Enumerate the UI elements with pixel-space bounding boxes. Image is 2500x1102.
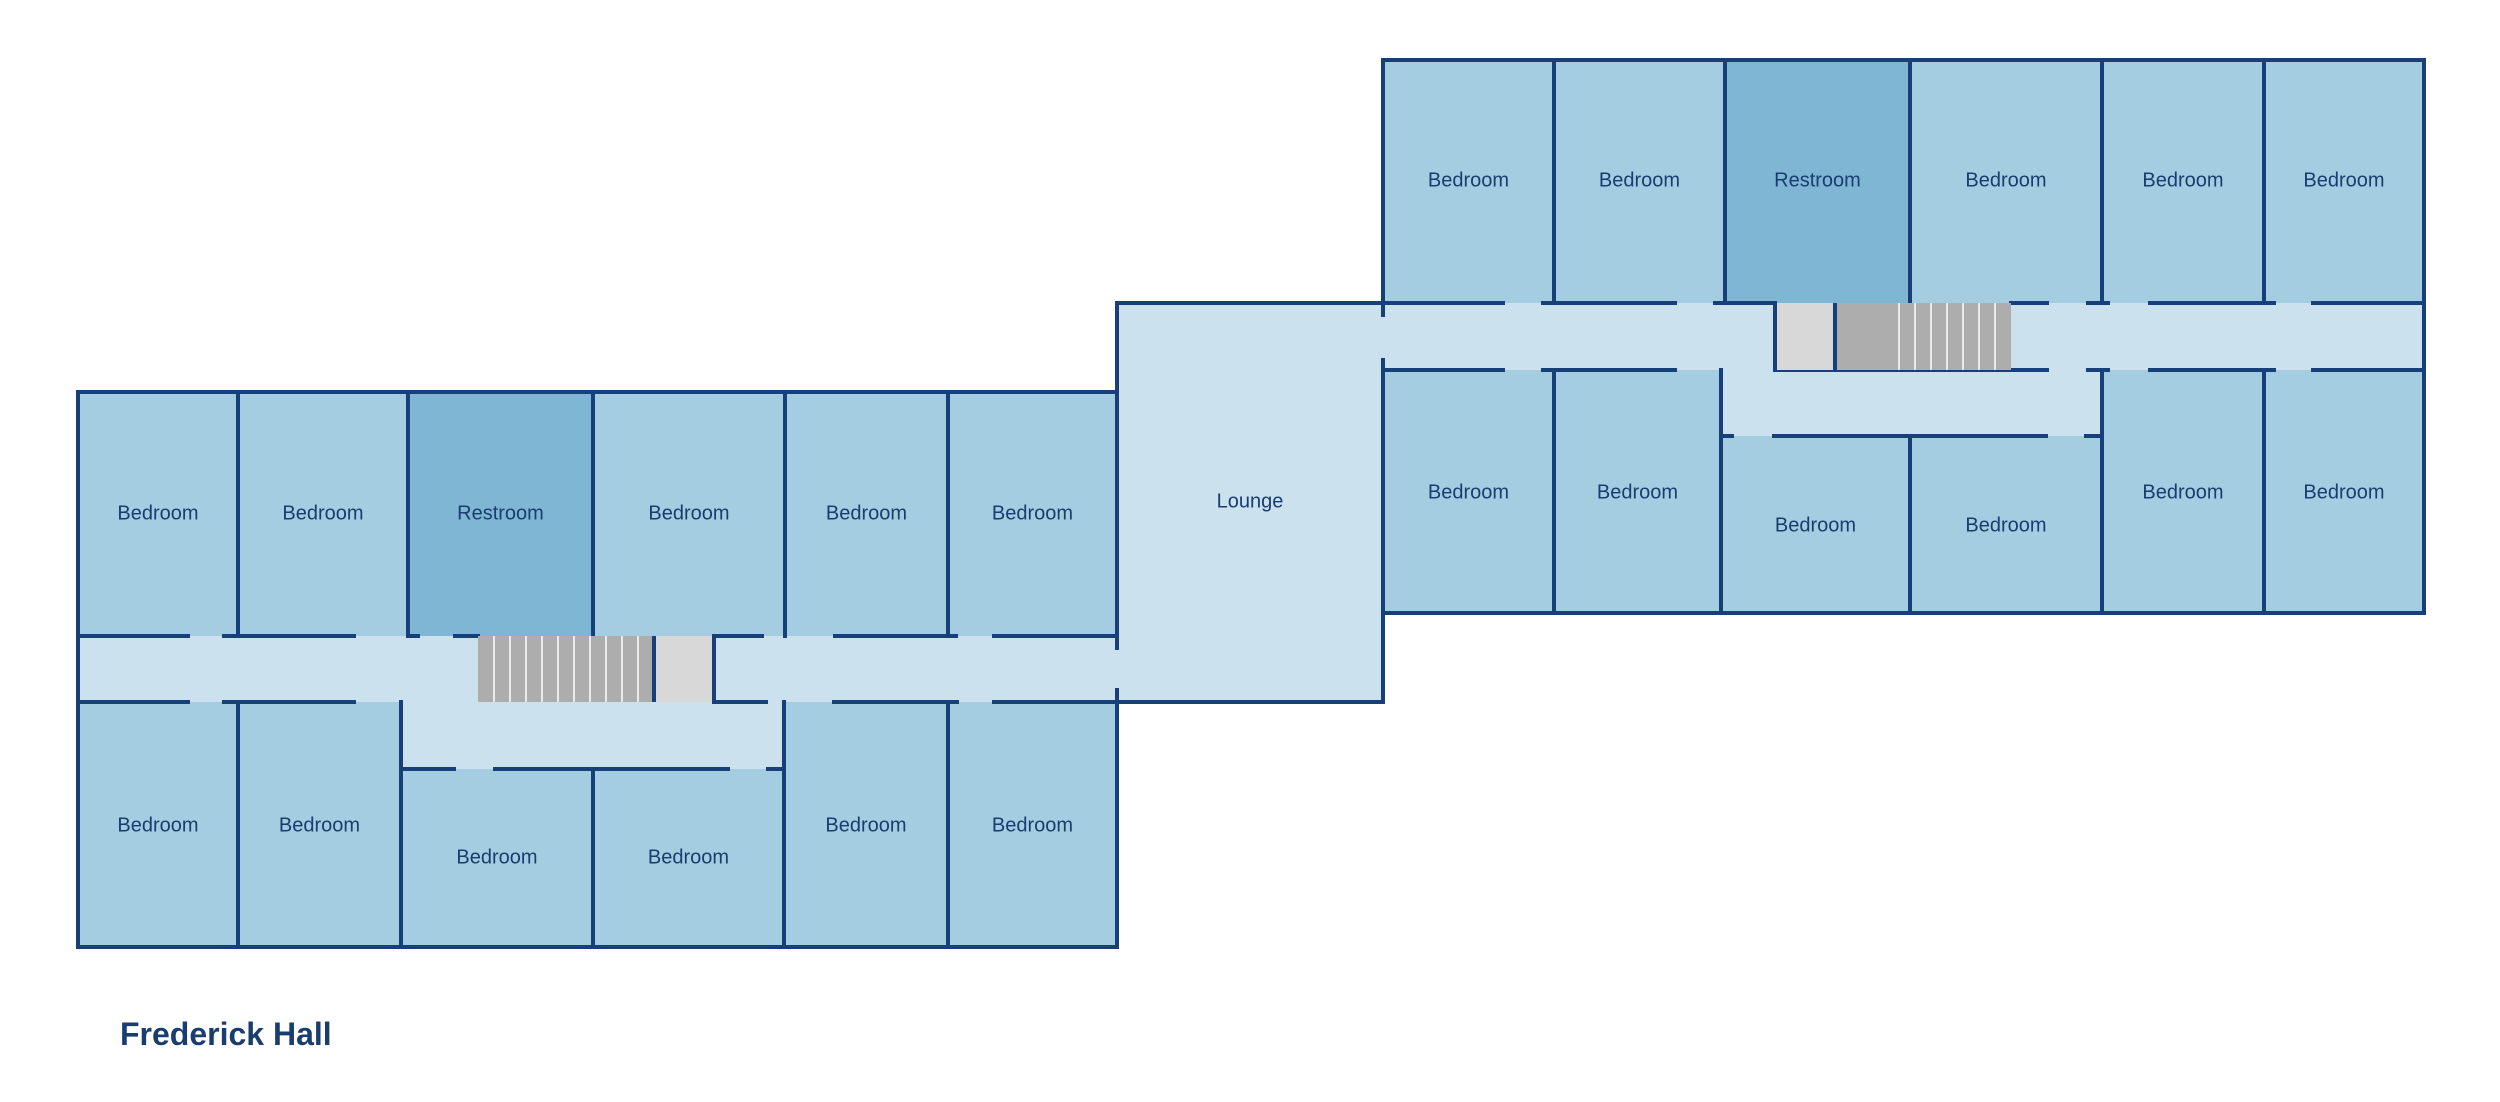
bedroom-room [1383,370,1554,613]
bedroom-room [593,769,784,947]
lounge-room [1117,303,1383,702]
bedroom-room [78,392,238,636]
bedroom-label: Bedroom [1428,169,1509,191]
bedroom-room [785,392,948,636]
bedroom-room [1721,436,1910,613]
bedroom-label: Bedroom [282,502,363,524]
bedroom-room [1554,60,1725,303]
stair-landing [1775,303,1835,370]
bedroom-room [1910,60,2102,303]
bedroom-room [2264,370,2424,613]
bedroom-room [2102,370,2264,613]
bedroom-label: Bedroom [1597,481,1678,503]
bedroom-label: Bedroom [1965,169,2046,191]
staircase [1835,303,2011,370]
bedroom-room [238,392,408,636]
restroom-room [408,392,593,636]
restroom-label: Restroom [457,502,544,524]
bedroom-room [1383,60,1554,303]
corridor [1721,370,2102,436]
bedroom-room [401,769,593,947]
bedroom-room [948,702,1117,947]
bedroom-label: Bedroom [2142,169,2223,191]
bedroom-room [948,392,1117,636]
bedroom-label: Bedroom [1775,514,1856,536]
restroom-room [1725,60,1910,303]
bedroom-label: Bedroom [1599,169,1680,191]
bedroom-room [1910,436,2102,613]
bedroom-label: Bedroom [825,814,906,836]
stair-landing [654,636,714,702]
bedroom-label: Bedroom [1965,514,2046,536]
bedroom-label: Bedroom [2142,481,2223,503]
bedroom-label: Bedroom [117,502,198,524]
bedroom-room [78,702,238,947]
bedroom-room [238,702,401,947]
bedroom-room [1554,370,1721,613]
bedroom-room [784,702,948,947]
bedroom-label: Bedroom [992,814,1073,836]
bedroom-label: Bedroom [2303,169,2384,191]
bedroom-label: Bedroom [1428,481,1509,503]
lounge-label: Lounge [1217,490,1284,512]
bedroom-label: Bedroom [826,502,907,524]
bedroom-label: Bedroom [648,846,729,868]
bedroom-room [2102,60,2264,303]
bedroom-label: Bedroom [117,814,198,836]
building-name: Frederick Hall [120,1016,332,1052]
bedroom-label: Bedroom [456,846,537,868]
corridor [401,702,784,769]
bedroom-label: Bedroom [279,814,360,836]
bedroom-label: Bedroom [2303,481,2384,503]
bedroom-label: Bedroom [992,502,1073,524]
bedroom-room [2264,60,2424,303]
staircase [478,636,654,702]
restroom-label: Restroom [1774,169,1861,191]
bedroom-room [593,392,785,636]
bedroom-label: Bedroom [648,502,729,524]
